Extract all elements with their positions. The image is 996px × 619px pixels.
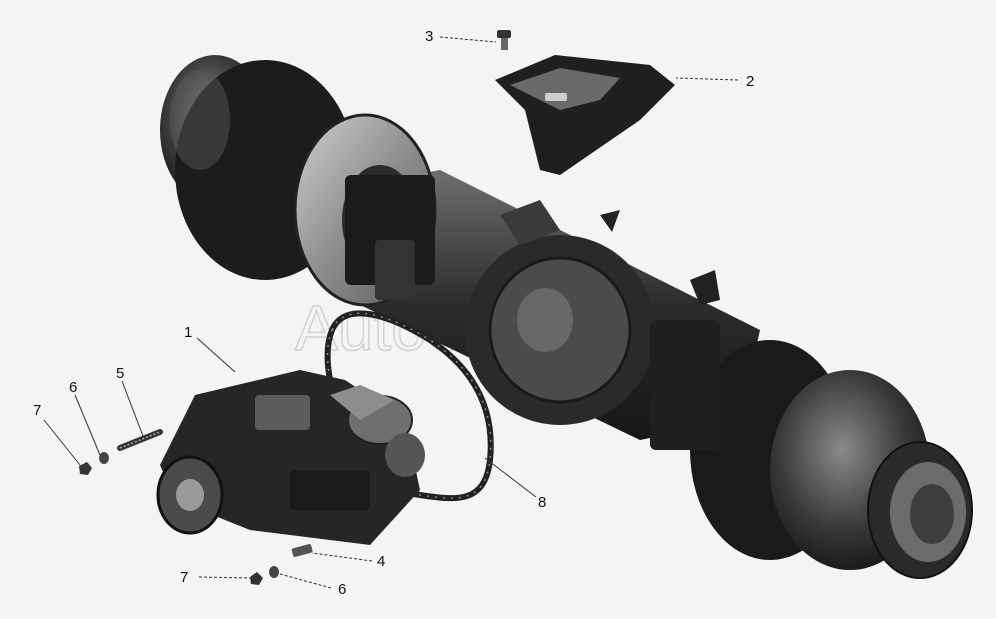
spring-bracket-part <box>495 55 675 175</box>
nut-part-7a <box>79 462 92 475</box>
left-wheel-hub <box>160 55 437 307</box>
callout-3: 3 <box>425 28 433 45</box>
bolt-part <box>497 30 511 50</box>
callout-1: 1 <box>184 324 192 341</box>
callout-5: 5 <box>116 365 124 382</box>
callout-6-upper: 6 <box>69 379 77 396</box>
callout-7-upper: 7 <box>33 402 41 419</box>
final-drive-assembly <box>156 370 425 545</box>
callout-4: 4 <box>377 553 385 570</box>
leader-lines <box>43 36 739 589</box>
washer-part-6a <box>99 452 109 464</box>
callout-8: 8 <box>538 494 546 511</box>
stud-part-4 <box>291 543 313 557</box>
right-wheel-hub <box>650 320 973 579</box>
washer-part-6b <box>269 566 279 578</box>
callout-6-lower: 6 <box>338 581 346 598</box>
callout-7-lower: 7 <box>180 569 188 586</box>
stud-part-5 <box>117 429 163 451</box>
nut-part-7b <box>250 572 263 585</box>
callout-2: 2 <box>746 73 754 90</box>
